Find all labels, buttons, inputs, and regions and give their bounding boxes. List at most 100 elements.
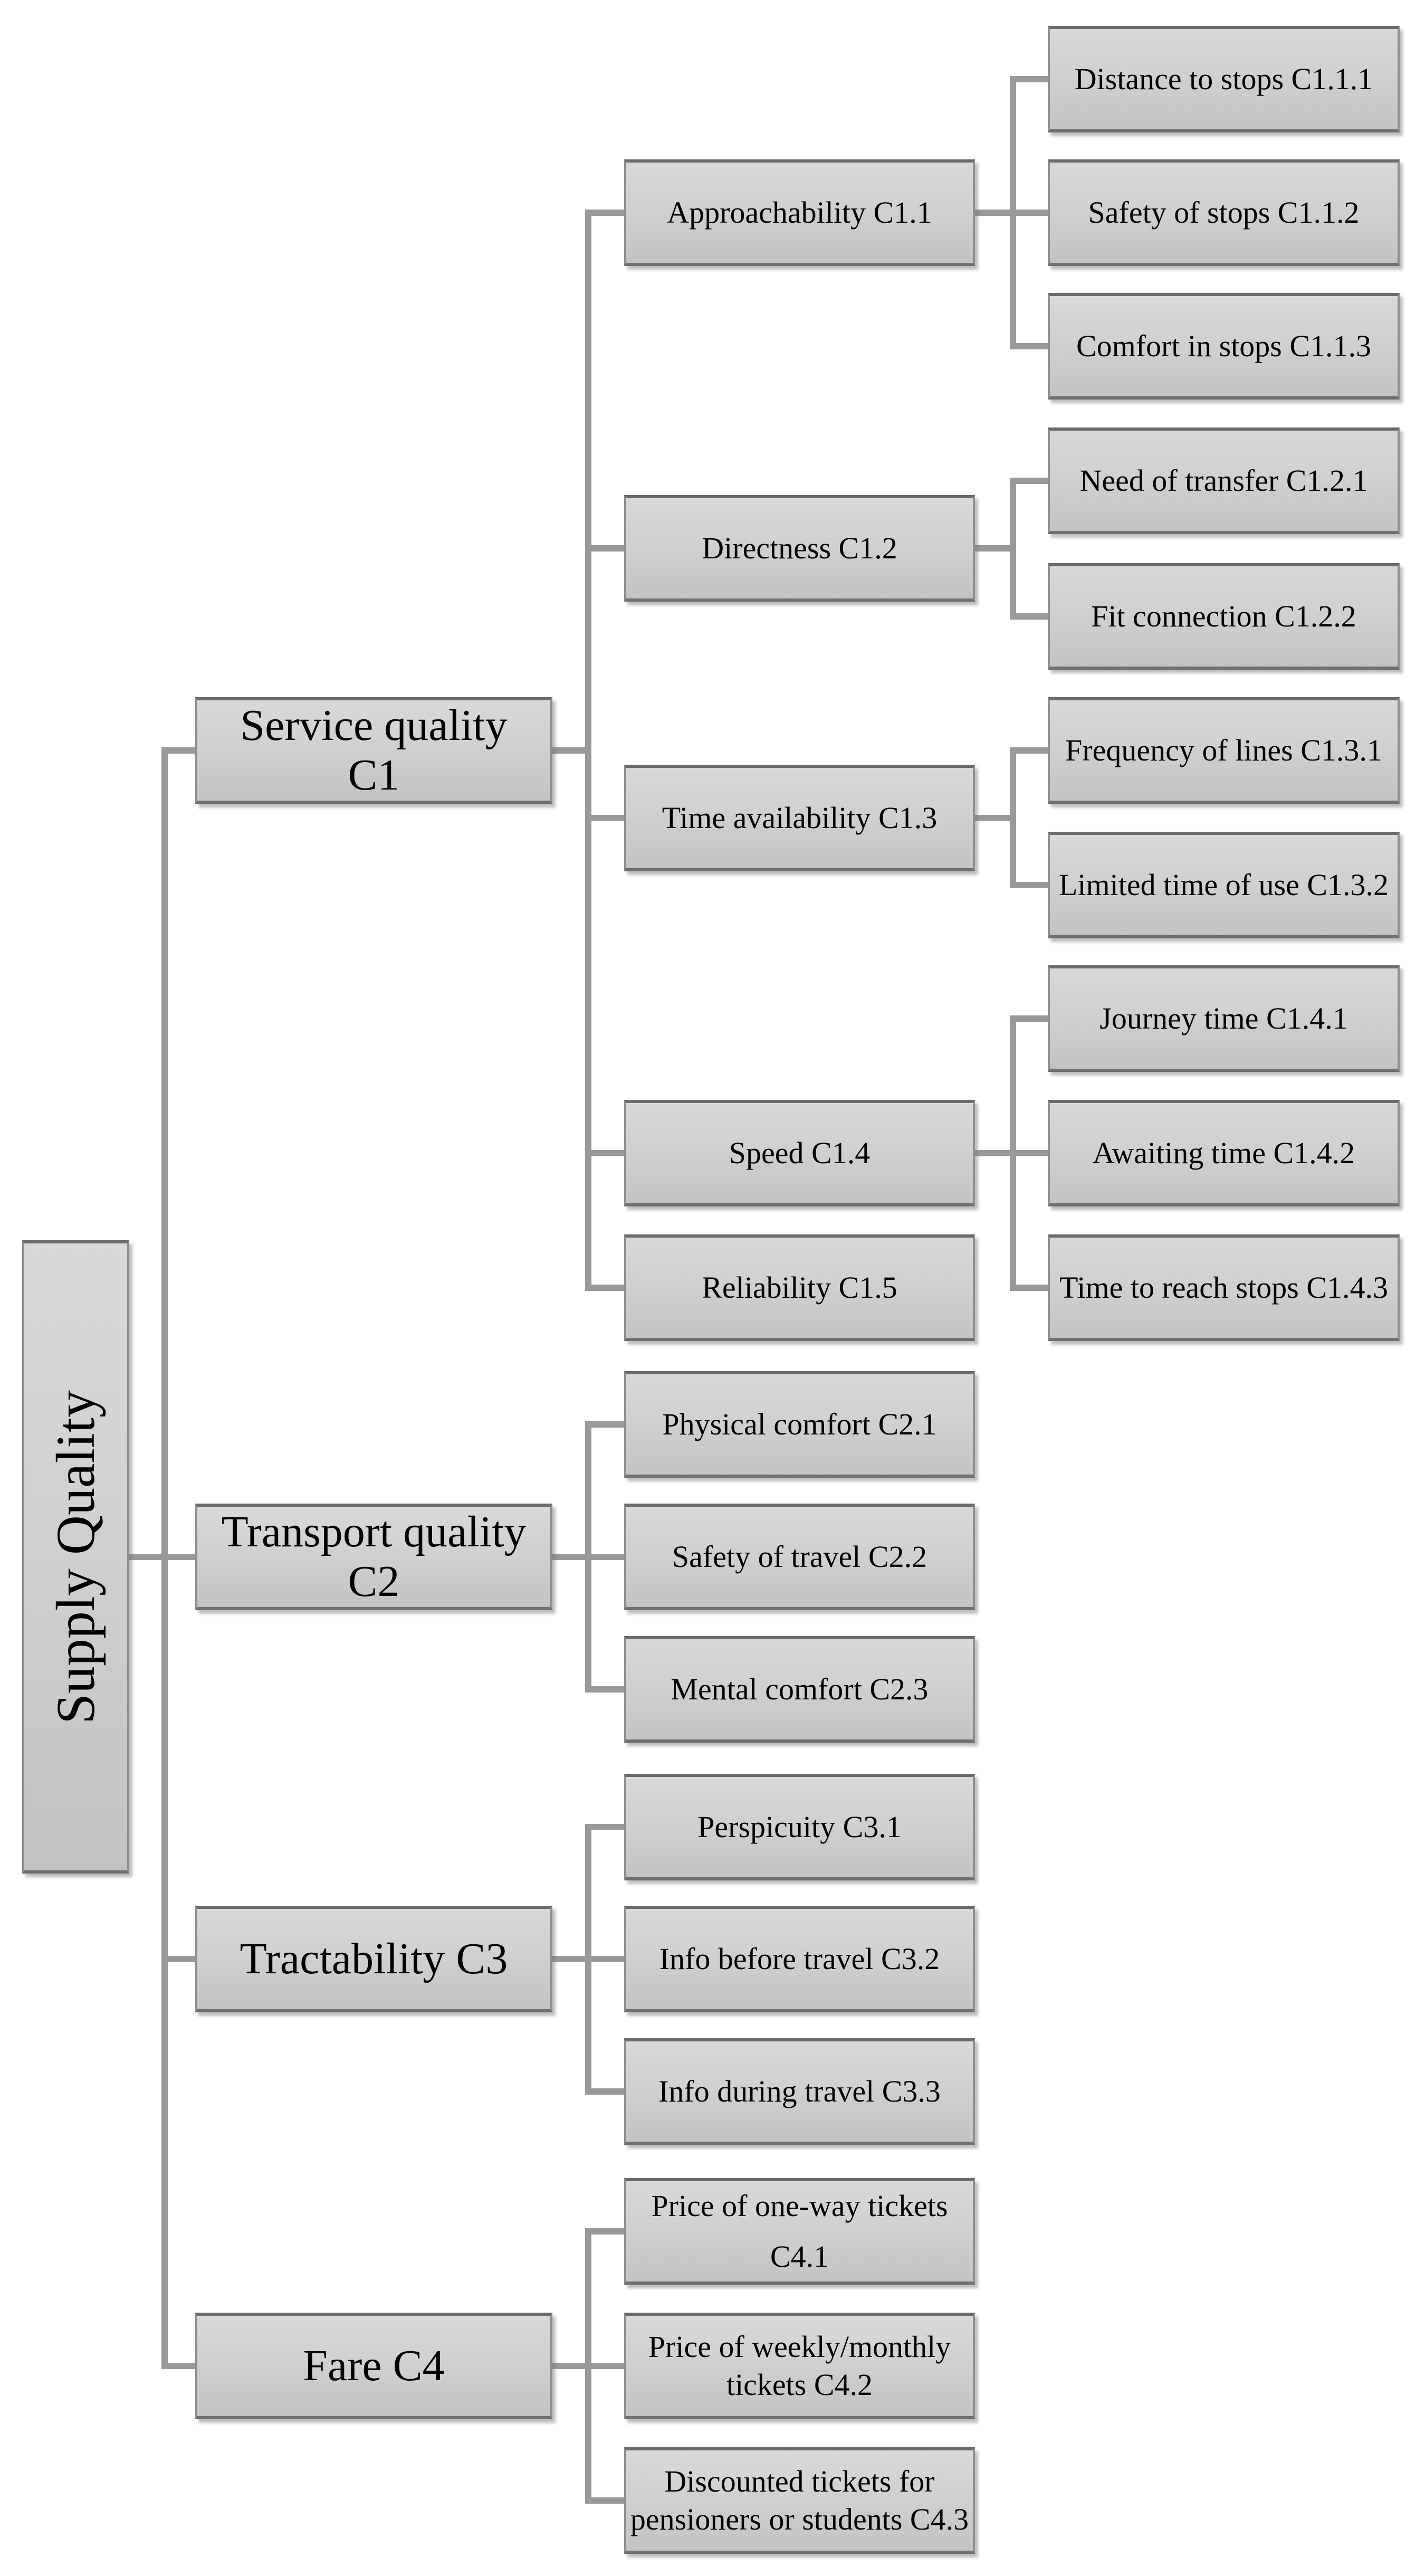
node-root: Supply Quality — [22, 1240, 129, 1874]
node-label-line: Tractability C3 — [240, 1934, 508, 1983]
node-c3: Tractability C3 — [195, 1906, 552, 2012]
connector-child-stub-c2.3 — [588, 1686, 624, 1693]
connector-child-stub-c3 — [165, 1956, 195, 1962]
node-label-line: Discounted tickets for — [664, 2464, 935, 2498]
connector-child-stub-c1.4 — [588, 1150, 624, 1156]
node-label-line: Need of transfer C1.2.1 — [1079, 463, 1368, 498]
connector-parent-stub-c1.2 — [975, 545, 1013, 552]
node-label-line: Transport quality — [221, 1507, 527, 1556]
node-c1-1: Approachability C1.1 — [624, 159, 975, 266]
connector-child-stub-c1.2 — [588, 545, 624, 552]
node-label-line: Approachability C1.1 — [667, 195, 932, 230]
node-label-line: Speed C1.4 — [729, 1135, 871, 1170]
connector-child-stub-c3.2 — [588, 1956, 624, 1962]
node-label-line: Safety of travel C2.2 — [672, 1539, 927, 1574]
node-c1-3: Time availability C1.3 — [624, 765, 975, 871]
connector-parent-stub-root — [129, 1554, 165, 1560]
connector-parent-stub-c1.3 — [975, 815, 1013, 821]
connector-parent-stub-c1.1 — [975, 210, 1013, 216]
node-label-line: Frequency of lines C1.3.1 — [1065, 733, 1382, 767]
connector-child-stub-c2.2 — [588, 1554, 624, 1560]
node-label-line: Reliability C1.5 — [702, 1270, 897, 1305]
node-label-line: Price of weekly/monthly — [648, 2329, 951, 2364]
node-c1-1-2: Safety of stops C1.1.2 — [1048, 159, 1400, 266]
node-label-line: Physical comfort C2.1 — [662, 1406, 937, 1441]
connector-child-stub-c1.4.3 — [1013, 1285, 1048, 1291]
node-c1-3-1: Frequency of lines C1.3.1 — [1048, 697, 1400, 804]
connector-child-stub-c1 — [165, 747, 195, 754]
node-label-line: Info during travel C3.3 — [658, 2074, 941, 2108]
node-label-line: C2 — [348, 1557, 400, 1606]
node-c1-4-1: Journey time C1.4.1 — [1048, 965, 1400, 1072]
node-c3-1: Perspicuity C3.1 — [624, 1774, 975, 1880]
connector-child-stub-c4 — [165, 2363, 195, 2369]
node-label-line: Distance to stops C1.1.1 — [1074, 61, 1373, 96]
connector-parent-stub-c4 — [552, 2363, 588, 2369]
node-c1-3-2: Limited time of use C1.3.2 — [1048, 832, 1400, 938]
connector-child-stub-c1.3.1 — [1013, 747, 1048, 754]
connector-child-stub-c3.1 — [588, 1824, 624, 1830]
connector-trunk-c1.3 — [1010, 747, 1016, 888]
connector-child-stub-c4.1 — [588, 2228, 624, 2235]
node-label-line: Price of one-way tickets — [651, 2188, 948, 2223]
node-c2-2: Safety of travel C2.2 — [624, 1504, 975, 1610]
node-label-line: Perspicuity C3.1 — [697, 1809, 902, 1844]
node-label-line: Journey time C1.4.1 — [1099, 1001, 1348, 1035]
node-label-line: Mental comfort C2.3 — [671, 1671, 929, 1706]
connector-child-stub-c4.2 — [588, 2363, 624, 2369]
node-label-line: Limited time of use C1.3.2 — [1058, 867, 1389, 902]
connector-child-stub-c1.1 — [588, 210, 624, 216]
connector-parent-stub-c1.4 — [975, 1150, 1013, 1156]
node-c1-4: Speed C1.4 — [624, 1100, 975, 1206]
node-label-line: Directness C1.2 — [702, 530, 897, 565]
node-label-line: Fare C4 — [303, 2341, 445, 2390]
connector-child-stub-c1.4.2 — [1013, 1150, 1048, 1156]
connector-trunk-c1 — [585, 210, 591, 1291]
node-c1-2-1: Need of transfer C1.2.1 — [1048, 427, 1400, 534]
node-label-line: Supply Quality — [45, 1390, 106, 1724]
node-c1-2: Directness C1.2 — [624, 495, 975, 602]
node-label-line: Comfort in stops C1.1.3 — [1076, 328, 1372, 363]
connector-parent-stub-c3 — [552, 1956, 588, 1962]
node-label-line: Time availability C1.3 — [662, 800, 938, 835]
connector-parent-stub-c1 — [552, 747, 588, 754]
connector-child-stub-c3.3 — [588, 2088, 624, 2095]
node-c4-2: Price of weekly/monthly tickets C4.2 — [624, 2313, 975, 2419]
node-c1-4-2: Awaiting time C1.4.2 — [1048, 1100, 1400, 1206]
node-c4: Fare C4 — [195, 2313, 552, 2419]
connector-child-stub-c1.1.1 — [1013, 76, 1048, 82]
node-c4-3: Discounted tickets for pensioners or stud… — [624, 2447, 975, 2554]
node-label-line: Awaiting time C1.4.2 — [1092, 1135, 1355, 1170]
root-label: Supply Quality — [44, 1390, 107, 1724]
node-label-line: C4.1 — [770, 2239, 829, 2274]
connector-trunk-c1.2 — [1010, 478, 1016, 620]
connector-parent-stub-c2 — [552, 1554, 588, 1560]
connector-child-stub-c1.1.2 — [1013, 210, 1048, 216]
connector-child-stub-c1.5 — [588, 1285, 624, 1291]
node-c1-4-3: Time to reach stops C1.4.3 — [1048, 1234, 1400, 1341]
node-label-line: tickets C4.2 — [726, 2368, 873, 2402]
node-c2-1: Physical comfort C2.1 — [624, 1371, 975, 1478]
node-c2-3: Mental comfort C2.3 — [624, 1636, 975, 1743]
connector-child-stub-c1.3.2 — [1013, 882, 1048, 888]
node-label-line: pensioners or students C4.3 — [630, 2502, 969, 2536]
node-label-line: Service quality — [240, 700, 508, 750]
connector-child-stub-c1.2.2 — [1013, 613, 1048, 620]
node-label-line: C1 — [348, 750, 400, 800]
node-label-line: Safety of stops C1.1.2 — [1088, 195, 1360, 230]
connector-child-stub-c2.1 — [588, 1421, 624, 1428]
connector-child-stub-c1.2.1 — [1013, 478, 1048, 484]
node-c1-1-1: Distance to stops C1.1.1 — [1048, 26, 1400, 132]
connector-child-stub-c1.4.1 — [1013, 1015, 1048, 1022]
node-label-line: Fit connection C1.2.2 — [1091, 598, 1356, 633]
connector-child-stub-c1.3 — [588, 815, 624, 821]
connector-child-stub-c2 — [165, 1554, 195, 1560]
node-c1-2-2: Fit connection C1.2.2 — [1048, 563, 1400, 670]
connector-child-stub-c4.3 — [588, 2497, 624, 2504]
node-label-line: Info before travel C3.2 — [659, 1941, 940, 1976]
node-c3-2: Info before travel C3.2 — [624, 1906, 975, 2012]
